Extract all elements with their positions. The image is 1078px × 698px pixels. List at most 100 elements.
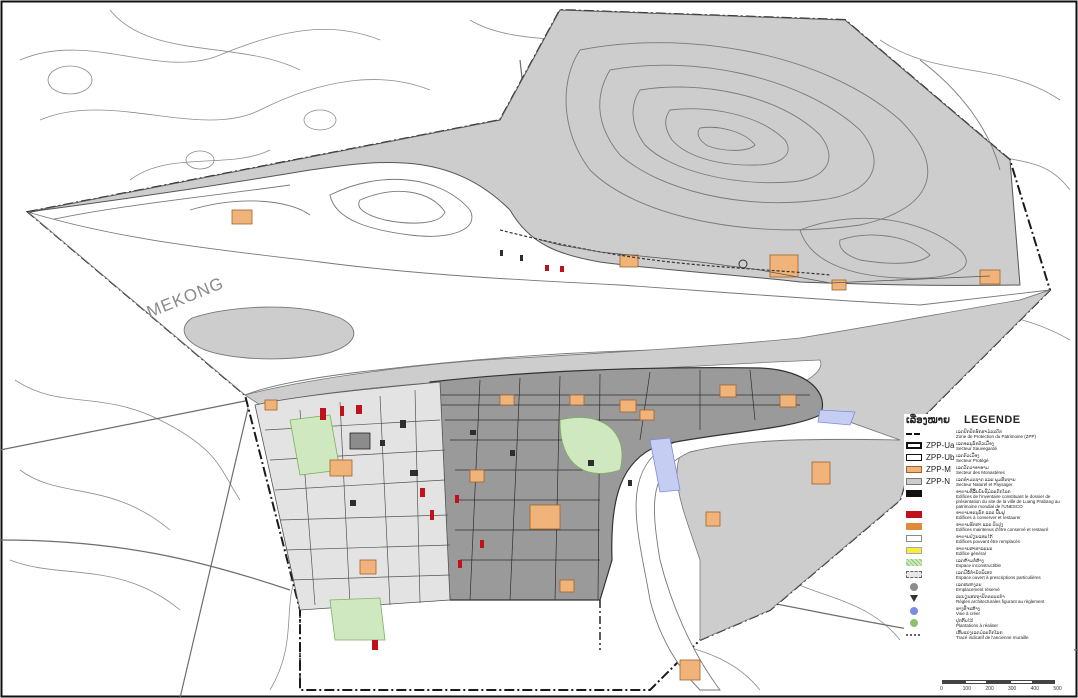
legend-code: ZPP-N (926, 477, 950, 486)
legend-header: ເລືອງໝາຍ LEGENDE (906, 414, 1074, 426)
legend-symbol-circle-grey (910, 583, 918, 591)
legend-fr-label: Edifices pouvant être remplacés (956, 539, 1021, 544)
legend-fr-label: Edifices à conserver et restaurer (956, 515, 1021, 520)
legend-symbol-plants (910, 619, 918, 627)
legend-fr-label: Zone de Protection du Patrimoine (ZPP) (956, 434, 1037, 439)
legend-text: ປູກຕົ້ນໄມ້Plantations à réaliser (956, 618, 998, 628)
legend-code: ZPP-Ub (926, 453, 955, 462)
legend-fr-label: Secteur Protégé (956, 458, 989, 463)
legend-lao-title: ເລືອງໝາຍ (906, 415, 950, 426)
legend-symbol-box-orange (906, 466, 922, 473)
scale-tick-label: 0 (940, 686, 943, 692)
legend-lao-label: ເສັ້ນແບ່ງເຂດມໍລະດົກໂລກ (956, 630, 1003, 635)
legend-lao-label: ລະບຽບສະຖາປັດຕະຍະກຳ (956, 594, 1005, 599)
legend-fr-label: Edifices de l'inventaire constituant le … (956, 494, 1060, 509)
legend-symbol-circle-blue (910, 607, 918, 615)
scale-tick-label: 500 (1053, 686, 1062, 692)
inner-boundary (299, 600, 601, 690)
legend-lao-label: ເຂດຕົວເມືອງ (956, 453, 980, 458)
legend-lao-label: ເຂດປົກປັກຮັກສາມໍລະດົກ (956, 429, 1003, 434)
legend-fr-label: Edifices maintenus d'être conservé et re… (956, 527, 1049, 532)
legend-lao-label: ເຂດມີຂໍ້ກຳນົດພິເສດ (956, 570, 993, 575)
blue-areas (649, 409, 856, 493)
scale-segment (1032, 680, 1056, 684)
legend-lao-label: ເຂດວັດວາອາຮາມ (956, 465, 989, 470)
circle-landmark (738, 259, 748, 269)
legend-symbol-box-outline (906, 454, 922, 461)
black-buildings (349, 250, 632, 506)
legend-lao-label: ອາຄານຮັກສາ ແລະ ປັບປຸງ (956, 522, 1004, 527)
scale-bar: 0 100 200 300 400 500 (938, 680, 1074, 696)
red-edifices (320, 265, 564, 650)
legend-lao-label: ປູກຕົ້ນໄມ້ (956, 618, 974, 623)
legend-symbol-box-yellow (906, 547, 922, 554)
legend-fr-label: Plantations à réaliser (956, 623, 999, 628)
legend-symbol-box-white (906, 535, 922, 542)
legend-fr-label: Règles architecturales figurant au règle… (956, 599, 1045, 604)
legend-fr-label: Emplacement réservé (956, 587, 1000, 592)
scale-tick-label: 400 (1030, 686, 1039, 692)
legend-lao-label: ເຂດອະນຸລັກຕົວເມືອງ (956, 441, 994, 446)
legend-symbol-triangle (910, 595, 918, 602)
north-natural-sector (27, 9, 1021, 286)
legend-symbol-box-red (906, 511, 922, 518)
scale-segment (964, 680, 988, 684)
legend-lao-label: ອາຄານປ່ຽນແທນໄດ້ (956, 534, 993, 539)
legend-fr-label: Secteur Sauvegardé (956, 446, 998, 451)
legend-fr-label: Secteur Naturel et Paysager (956, 482, 1013, 487)
scale-segment (1010, 680, 1033, 684)
legend-lao-label: ອາຄານອະນຸລັກ ແລະ ຟື້ນຟູ (956, 510, 1005, 515)
north-bank-road (539, 239, 991, 284)
legend-code: ZPP-M (926, 465, 951, 474)
legend-fr-label: Espace inconstructible (956, 563, 1002, 568)
legend-text: ອາຄານອະນຸລັກ ແລະ ຟື້ນຟູEdifices à conser… (956, 510, 1021, 520)
legend-symbol-dash-line (906, 433, 922, 435)
legend-fr-label: Edifice général (956, 551, 986, 556)
scale-tick-label: 200 (985, 686, 994, 692)
scale-tick-label: 100 (962, 686, 971, 692)
legend-text: ອາຄານປ່ຽນແທນໄດ້Edifices pouvant être rem… (956, 534, 1020, 544)
legend-symbol-box-outline-heavy (906, 442, 922, 449)
legend-item: ປູກຕົ້ນໄມ້Plantations à réaliser (904, 618, 1074, 629)
legend-symbol-box-green-hatch (906, 559, 922, 566)
legend-item: ອາຄານອະນຸລັກ ແລະ ຟື້ນຟູEdifices à conser… (904, 510, 1074, 521)
legend-lao-label: ອາຄານທີ່ຂຶ້ນບັນຊີມໍລະດົກໂລກ (956, 489, 1011, 494)
legend-symbol-box-grey (906, 478, 922, 485)
legend-lao-label: ເຂດທຳມະຊາດ ແລະ ພູມສັນຖານ (956, 477, 1016, 482)
scale-tick-label: 300 (1008, 686, 1017, 692)
legend-symbol-box-darkorange (906, 523, 922, 530)
hill-contours (49, 42, 1001, 279)
legend-title: LEGENDE (963, 414, 1021, 426)
